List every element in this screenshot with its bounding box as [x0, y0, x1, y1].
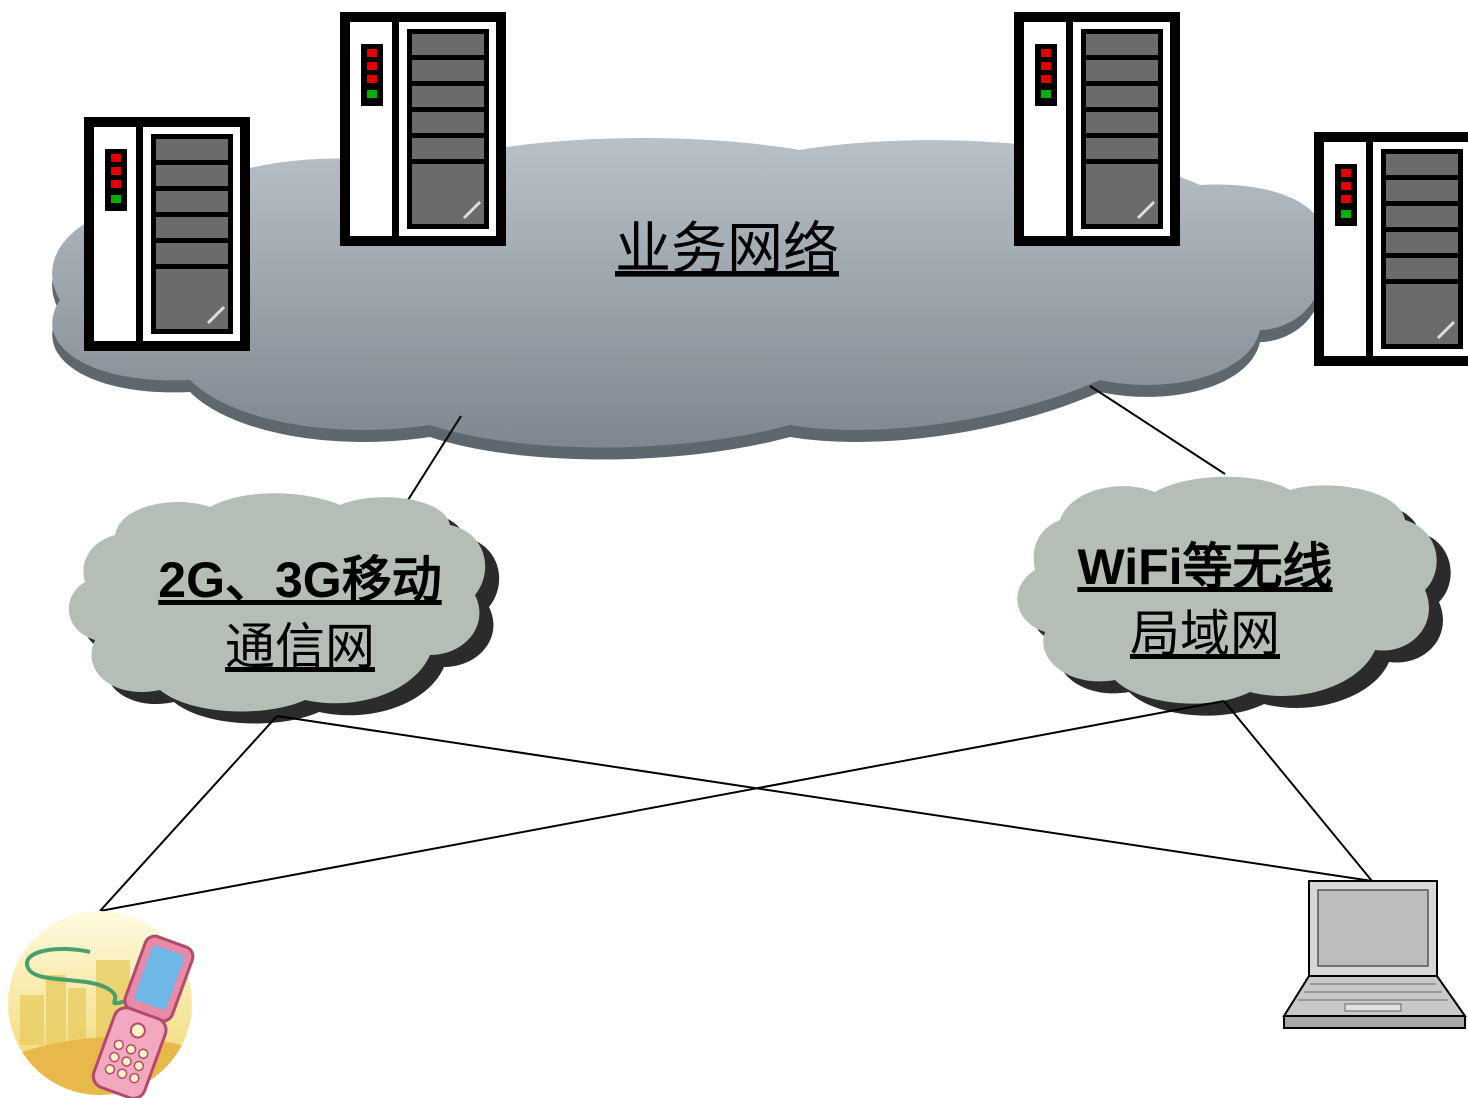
server-rack-icon — [82, 115, 252, 353]
mobile-phone-icon — [8, 911, 195, 1098]
link-service-to-wifi — [1089, 385, 1226, 475]
wifi-network-cloud — [1017, 476, 1451, 716]
wifi-network-label-line2: 局域网 — [1130, 606, 1280, 662]
link-wifi-to-laptop — [1223, 700, 1373, 882]
server-rack-icon — [1312, 130, 1468, 368]
mobile-network-label-line2: 通信网 — [225, 619, 375, 675]
link-wifi-to-phone — [99, 700, 1225, 912]
mobile-network-cloud — [68, 493, 500, 724]
server-rack-icon — [1012, 10, 1182, 248]
mobile-network-label-line1: 2G、3G移动 — [158, 552, 441, 608]
server-rack-icon — [338, 10, 508, 248]
wifi-network-label-line1: WiFi等无线 — [1077, 539, 1332, 595]
link-mobile-to-phone — [99, 715, 278, 912]
link-mobile-to-laptop — [276, 715, 1373, 882]
service-network-label: 业务网络 — [615, 217, 839, 280]
laptop-icon — [1282, 880, 1467, 1029]
